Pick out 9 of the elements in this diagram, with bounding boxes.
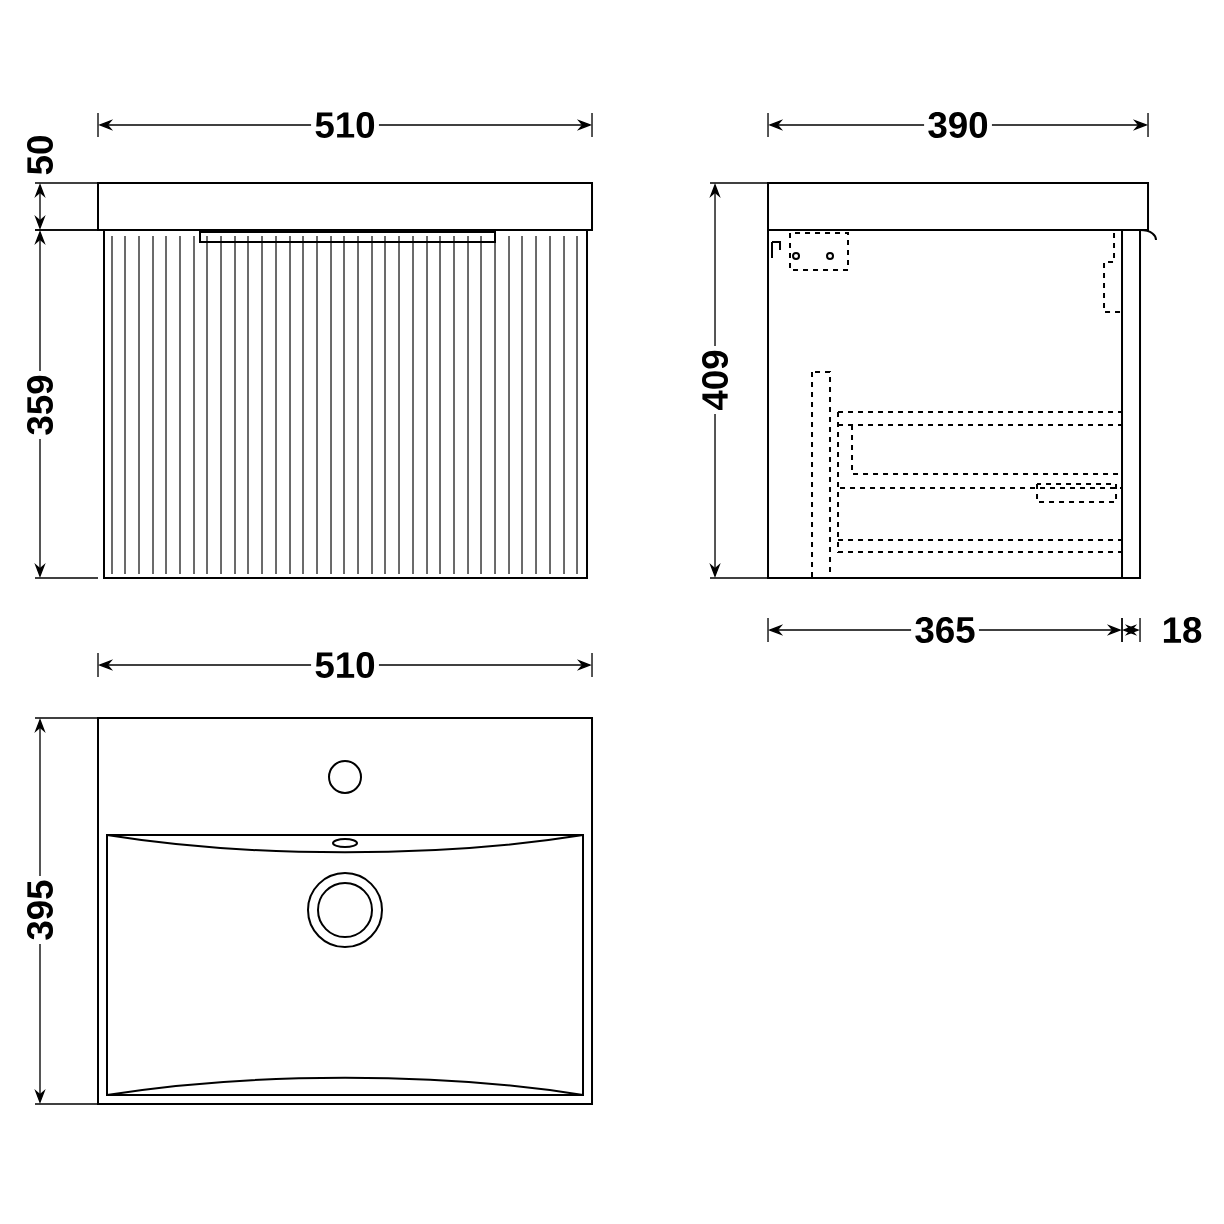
dimension-label: 510 [311, 648, 379, 682]
dimension-label: 365 [911, 613, 979, 647]
dimension-label: 50 [23, 131, 57, 179]
dimension-label: 409 [698, 346, 732, 414]
dimension-label: 395 [23, 876, 57, 944]
dimension-label: 390 [924, 108, 992, 142]
dimension-label: 510 [311, 108, 379, 142]
dimension-label: 18 [1158, 613, 1206, 647]
dimension-label: 359 [23, 371, 57, 439]
